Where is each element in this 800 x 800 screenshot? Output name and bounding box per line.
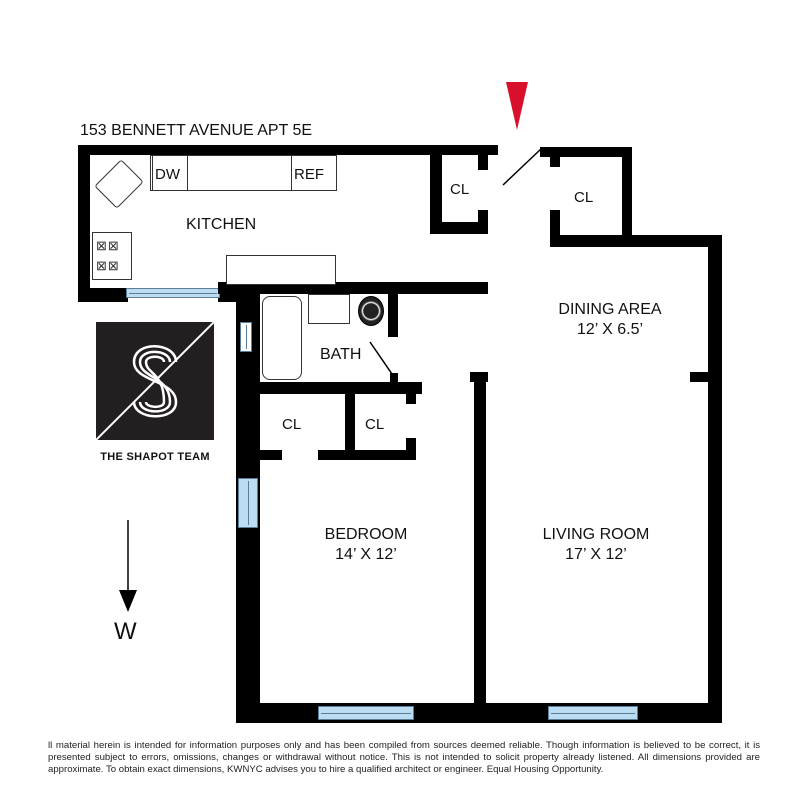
dishwasher-label: DW (155, 166, 180, 183)
wall-closet-divider (345, 382, 355, 460)
dining-label: DINING AREA (558, 301, 662, 318)
bath-window (240, 322, 252, 352)
closet-entry-left-label: CL (450, 181, 470, 198)
kitchen-window (126, 288, 220, 298)
stove-burners: ⊠⊠⊠⊠ (96, 238, 120, 273)
wall-right-outer (708, 235, 722, 723)
wall-closet-bottom-right (318, 450, 416, 460)
kitchen-island (226, 255, 336, 285)
wall-entry-closet-left-side (430, 145, 442, 233)
wall-bath-bottom (236, 382, 422, 394)
bedroom-window (318, 706, 414, 720)
wall-bath-door-stub (390, 373, 398, 385)
dining-area: DINING AREA 12’ X 6.5’ (540, 300, 680, 340)
wall-closet-right-stub-top (406, 382, 416, 404)
living-label: LIVING ROOM (542, 526, 650, 543)
bedroom: BEDROOM 14’ X 12’ (296, 525, 436, 565)
wall-center-stub (470, 372, 488, 382)
closet-entry-right-label: CL (574, 189, 594, 206)
bath-sink (308, 294, 350, 324)
dining-dims: 12’ X 6.5’ (576, 321, 644, 338)
wall-dining-top (550, 235, 722, 247)
bathtub (262, 296, 302, 380)
bedroom-label: BEDROOM (324, 526, 408, 543)
wall-kitchen-bath (218, 282, 488, 294)
wall-top-kitchen (78, 145, 498, 155)
bath-label: BATH (320, 346, 362, 363)
living-room: LIVING ROOM 17’ X 12’ (526, 525, 666, 565)
wall-center-partition (474, 372, 486, 723)
refrigerator-box (291, 155, 337, 191)
address-title: 153 BENNETT AVENUE APT 5E (80, 122, 313, 139)
entry-triangle-icon (506, 82, 528, 130)
wall-entry-closet-right-stub-top (550, 147, 560, 167)
shapot-s-logo-icon (95, 321, 215, 441)
stove (92, 232, 132, 280)
wall-closet-right-stub-bottom (406, 438, 416, 460)
arrow-down-icon (119, 520, 137, 612)
living-dims: 17’ X 12’ (565, 546, 627, 563)
wall-right-stub (690, 372, 710, 382)
wall-closet-bottom-left (236, 450, 282, 460)
logo-caption: THE SHAPOT TEAM (100, 451, 210, 463)
wall-entry-closet-left-stub-top (478, 145, 488, 170)
wall-kitchen-bottom-left (78, 288, 128, 302)
kitchen-label: KITCHEN (186, 216, 257, 233)
living-window (548, 706, 638, 720)
wall-bath-right (388, 282, 398, 337)
bedroom-side-window (238, 478, 258, 528)
shapot-team-logo: THE SHAPOT TEAM (95, 321, 216, 463)
refrigerator-label: REF (294, 166, 324, 183)
kitchen-sink (94, 159, 144, 209)
bath-door-swing (369, 341, 393, 375)
bedroom-dims: 14’ X 12’ (335, 546, 397, 563)
wall-entry-closet-left-bottom (430, 222, 488, 234)
toilet (358, 296, 384, 326)
wall-bottom-outer (236, 703, 722, 723)
disclaimer-text: ll material herein is intended for infor… (48, 740, 760, 775)
wall-left-kitchen (78, 145, 90, 302)
closet-bed-left-label: CL (282, 416, 302, 433)
wall-entry-closet-right-top (540, 147, 632, 157)
wall-entry-closet-right-side (622, 147, 632, 245)
entry-door-swing (502, 147, 543, 186)
wall-entry-closet-right-stub-bottom (550, 210, 560, 245)
compass-direction: W (114, 618, 137, 645)
closet-bed-right-label: CL (365, 416, 385, 433)
wall-entry-closet-left-stub-bottom (478, 210, 488, 234)
dishwasher-box (152, 155, 188, 191)
